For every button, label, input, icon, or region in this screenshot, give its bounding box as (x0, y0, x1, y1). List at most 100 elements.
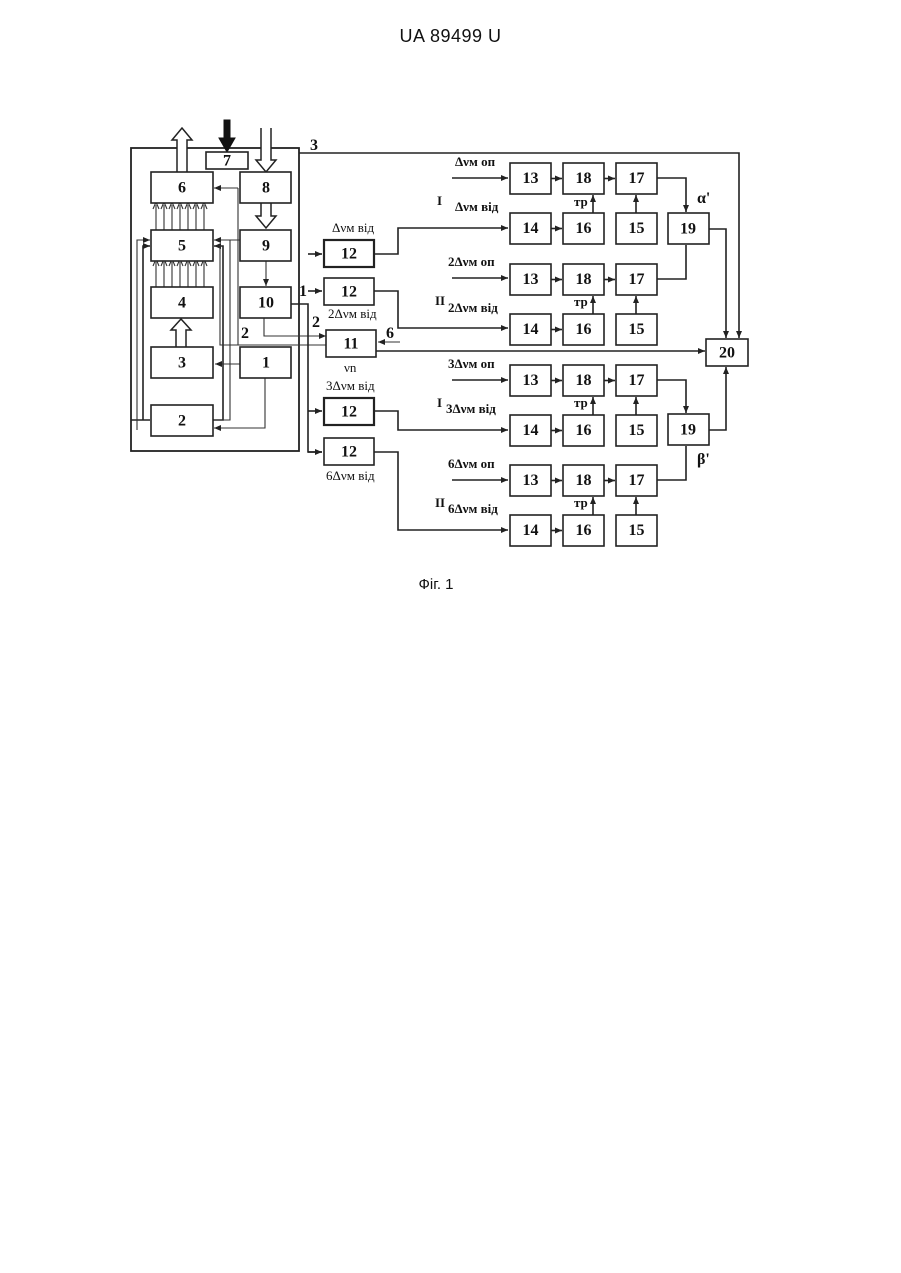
svg-text:20: 20 (719, 345, 735, 362)
block-9: 9 (240, 230, 291, 261)
svg-text:14: 14 (523, 522, 539, 539)
label-dv3-vid: 3Δνм від (326, 378, 375, 393)
label-g1-vid: Δνм від (455, 199, 499, 214)
svg-text:14: 14 (523, 220, 539, 237)
svg-text:15: 15 (629, 321, 645, 338)
block-15-g1: 15 (616, 213, 657, 244)
block-14-g1: 14 (510, 213, 551, 244)
block-diagram: 6 7 8 5 9 4 10 3 1 2 12 12 11 12 12 1318… (0, 0, 901, 600)
svg-text:14: 14 (523, 321, 539, 338)
block-12-c: 12 (324, 398, 374, 425)
svg-text:16: 16 (576, 422, 592, 439)
label-g3-op: 3Δνм оп (448, 356, 495, 371)
block-16-g4: 16 (563, 515, 604, 546)
svg-text:14: 14 (523, 422, 539, 439)
svg-text:16: 16 (576, 321, 592, 338)
label-3: 3 (310, 137, 318, 154)
bus-arrows-5-6 (153, 202, 207, 230)
block-14-g3: 14 (510, 415, 551, 446)
block-13-g3: 13 (510, 365, 551, 396)
svg-text:18: 18 (576, 372, 592, 389)
block-11: 11 (326, 330, 376, 357)
label-dv6-vid: 6Δνм від (326, 468, 375, 483)
label-tr-4: тр (574, 495, 588, 510)
block-16-g2: 16 (563, 314, 604, 345)
block-14-g4: 14 (510, 515, 551, 546)
svg-text:15: 15 (629, 220, 645, 237)
label-2a: 2 (312, 314, 320, 331)
svg-text:12: 12 (341, 246, 357, 263)
arrow-3-4-icon (171, 319, 191, 347)
svg-text:18: 18 (576, 472, 592, 489)
bus-arrows-4-5 (153, 259, 207, 287)
block-19-b: 19 (668, 414, 709, 445)
svg-text:15: 15 (629, 522, 645, 539)
svg-text:13: 13 (523, 170, 539, 187)
wires-12-14 (374, 228, 508, 530)
block-16-g1: 16 (563, 213, 604, 244)
block-16-g3: 16 (563, 415, 604, 446)
block-17-g3: 17 (616, 365, 657, 396)
block-7: 7 (206, 152, 248, 170)
svg-text:1: 1 (262, 355, 270, 372)
label-g1-op: Δνм оп (455, 154, 496, 169)
svg-text:13: 13 (523, 472, 539, 489)
svg-text:9: 9 (262, 238, 270, 255)
label-g2-vid: 2Δνм від (448, 300, 498, 315)
svg-text:8: 8 (262, 180, 270, 197)
wires-inputs-13 (452, 178, 508, 480)
svg-text:4: 4 (178, 295, 186, 312)
block-12-a: 12 (324, 240, 374, 267)
svg-text:12: 12 (341, 284, 357, 301)
label-6: 6 (386, 325, 394, 342)
label-dv2-vid: 2Δνм від (328, 306, 377, 321)
block-1: 1 (240, 347, 291, 378)
block-12-b: 12 (324, 278, 374, 305)
svg-text:7: 7 (223, 153, 231, 170)
svg-text:12: 12 (341, 404, 357, 421)
label-g4-vid: 6Δνм від (448, 501, 498, 516)
svg-text:16: 16 (576, 522, 592, 539)
svg-text:5: 5 (178, 238, 186, 255)
block-15-g4: 15 (616, 515, 657, 546)
output-arrow-icon (172, 128, 192, 172)
label-g2-op: 2Δνм оп (448, 254, 495, 269)
label-roman-1a: I (437, 193, 442, 208)
svg-text:13: 13 (523, 271, 539, 288)
block-17-g4: 17 (616, 465, 657, 496)
signal-input-arrow-icon (256, 128, 276, 172)
block-13-g2: 13 (510, 264, 551, 295)
block-17-g1: 17 (616, 163, 657, 194)
arrow-8-9-icon (256, 202, 276, 228)
block-12-d: 12 (324, 438, 374, 465)
block-6: 6 (151, 172, 213, 203)
label-roman-2b: II (435, 495, 445, 510)
block-10: 10 (240, 287, 291, 318)
label-2b: 2 (241, 325, 249, 342)
figure-caption: Фіг. 1 (0, 576, 872, 593)
label-tr-3: тр (574, 395, 588, 410)
label-1: 1 (299, 283, 307, 300)
block-2: 2 (151, 405, 213, 436)
block-18-g4: 18 (563, 465, 604, 496)
label-tr-1: тр (574, 194, 588, 209)
svg-text:16: 16 (576, 220, 592, 237)
svg-text:19: 19 (680, 221, 696, 238)
block-8: 8 (240, 172, 291, 203)
svg-text:12: 12 (341, 444, 357, 461)
svg-text:3: 3 (178, 355, 186, 372)
svg-text:11: 11 (343, 336, 358, 353)
block-19-a: 19 (668, 213, 709, 244)
label-alpha: α' (697, 190, 710, 207)
label-g4-op: 6Δνм оп (448, 456, 495, 471)
label-g3-vid: 3Δνм від (446, 401, 496, 416)
svg-text:13: 13 (523, 372, 539, 389)
svg-text:17: 17 (629, 170, 645, 187)
svg-text:17: 17 (629, 271, 645, 288)
block-17-g2: 17 (616, 264, 657, 295)
label-beta: β' (697, 451, 710, 468)
block-20: 20 (706, 339, 748, 366)
block-13-g1: 13 (510, 163, 551, 194)
label-roman-2a: II (435, 293, 445, 308)
svg-text:2: 2 (178, 413, 186, 430)
